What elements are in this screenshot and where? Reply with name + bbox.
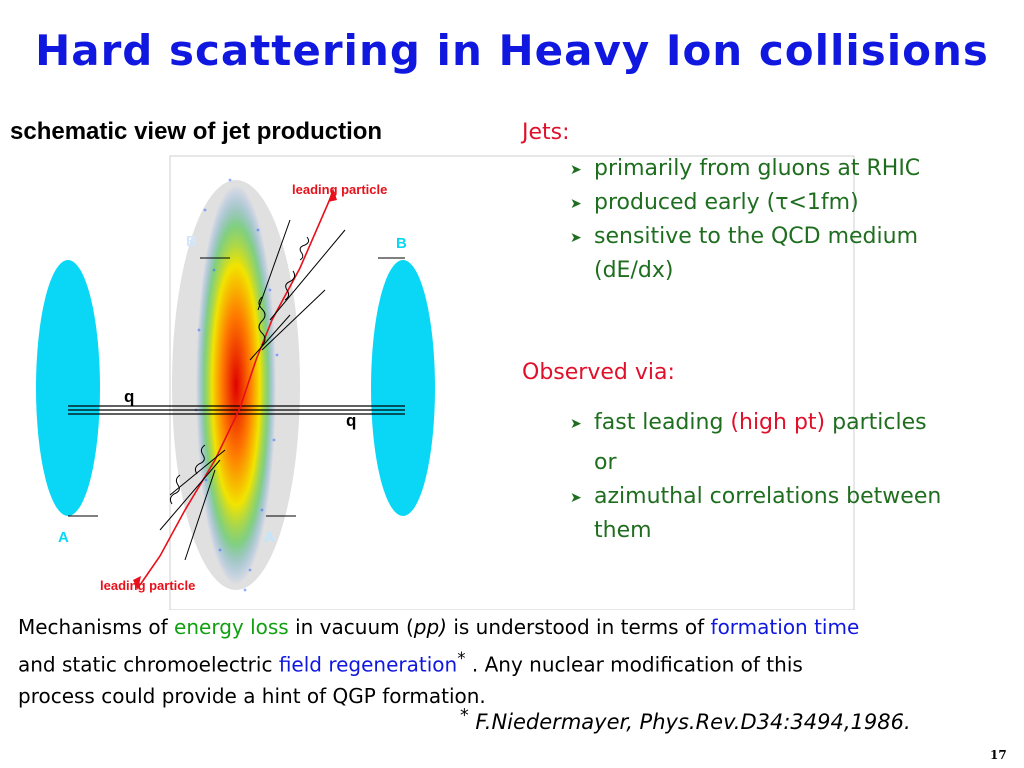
- para-text: . Any nuclear modification of this: [465, 652, 803, 677]
- observed-item-2: azimuthal correlations between: [594, 484, 942, 509]
- observed-item-1-cont: or: [594, 450, 617, 475]
- collision-core: [196, 185, 276, 585]
- nucleus-left: [36, 260, 100, 516]
- bullet-arrow-icon: ➤: [570, 162, 582, 178]
- label-B-right: B: [396, 235, 407, 252]
- bullet-arrow-icon: ➤: [570, 196, 582, 212]
- observed-item-1-text: fast leading: [594, 410, 731, 435]
- footnote-marker: *: [457, 649, 466, 668]
- high-pt-text: (high pt): [730, 410, 826, 435]
- energy-loss-text: energy loss: [174, 615, 289, 639]
- label-q-left: q: [124, 387, 134, 406]
- scatter-points: [194, 178, 279, 592]
- hadron-tracks: [159, 219, 346, 561]
- pp-text: pp): [413, 615, 447, 639]
- direction-arrows: [68, 257, 405, 517]
- jets-item-2: produced early (τ<1fm): [594, 190, 859, 215]
- nucleus-right: [371, 260, 435, 516]
- para-text: is understood in terms of: [446, 615, 711, 639]
- explanation-paragraph: Mechanisms of energy loss in vacuum (pp)…: [18, 612, 1013, 712]
- observed-item-2-cont: them: [594, 518, 652, 543]
- label-A-right: A: [264, 529, 275, 546]
- jets-item-3-cont: (dE/dx): [594, 258, 674, 283]
- observed-item-1: fast leading (high pt) particles: [594, 406, 927, 440]
- observed-heading: Observed via:: [522, 360, 675, 385]
- para-text: process could provide a hint of QGP form…: [18, 683, 486, 708]
- label-B-left: B: [186, 233, 197, 250]
- leading-particle-track: [133, 188, 337, 590]
- reference-text: F.Niedermayer, Phys.Rev.D34:3494,1986.: [468, 710, 911, 734]
- observed-item-1-text-end: particles: [825, 410, 927, 435]
- diagram-heading: schematic view of jet production: [10, 118, 383, 145]
- para-text: Mechanisms of: [18, 615, 175, 639]
- reference: * F.Niedermayer, Phys.Rev.D34:3494,1986.: [460, 706, 911, 734]
- formation-time-text: formation time: [710, 615, 860, 639]
- jet-production-diagram: leading particle leading particle B B A …: [36, 155, 855, 610]
- bullet-arrow-icon: ➤: [570, 490, 582, 506]
- label-q-right: q: [346, 411, 356, 430]
- bullet-arrow-icon: ➤: [570, 416, 582, 432]
- page-number: 17: [990, 748, 1007, 762]
- gluon-curls: [169, 236, 310, 505]
- label-A-left: A: [58, 529, 69, 546]
- para-text: and static chromoelectric: [18, 652, 279, 677]
- label-leading-particle-bottom: leading particle: [100, 578, 195, 593]
- jets-item-1: primarily from gluons at RHIC: [594, 156, 921, 181]
- reference-star: *: [460, 706, 469, 726]
- bullet-arrow-icon: ➤: [570, 230, 582, 246]
- label-leading-particle-top: leading particle: [292, 182, 387, 197]
- jets-heading: Jets:: [522, 120, 570, 145]
- diagram-frame: [169, 155, 855, 610]
- para-text: in vacuum (: [288, 615, 414, 639]
- field-regeneration-text: field regeneration: [278, 652, 458, 677]
- jets-item-3: sensitive to the QCD medium: [594, 224, 919, 249]
- slide-title: Hard scattering in Heavy Ion collisions: [35, 26, 989, 75]
